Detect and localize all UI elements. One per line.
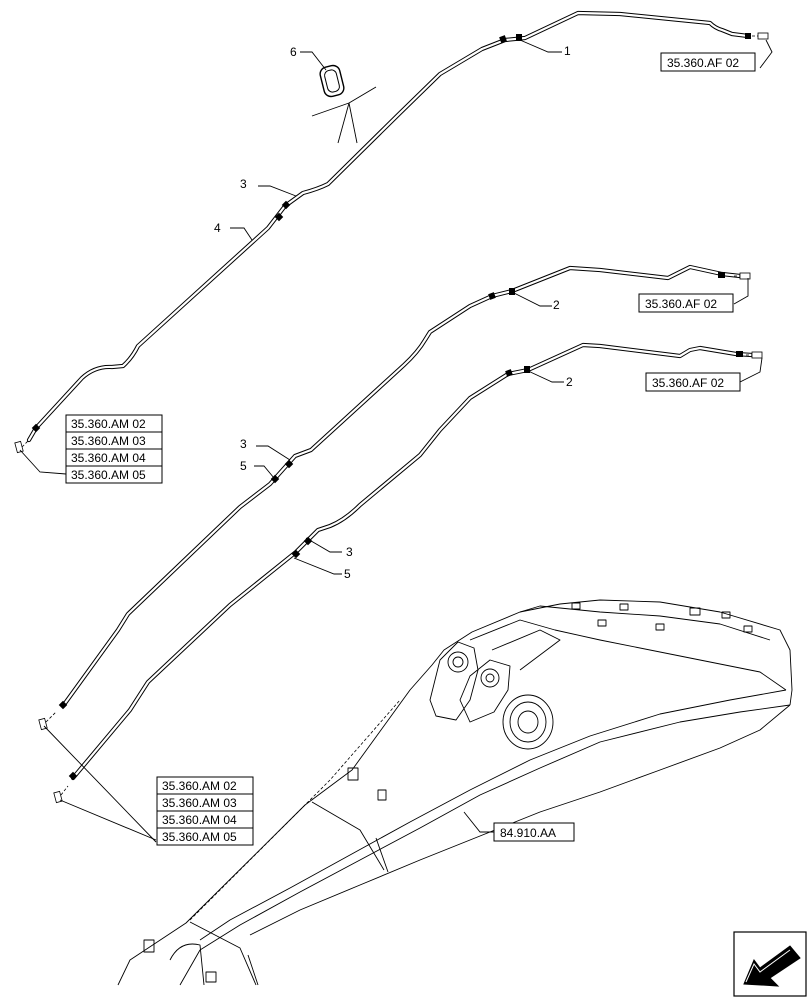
section-view-mark — [311, 86, 377, 144]
ref-label-am: 35.360.AM 04 — [71, 451, 146, 465]
ref-label-am: 35.360.AM 03 — [162, 796, 237, 810]
ref-label-af-low: 35.360.AF 02 — [652, 376, 724, 390]
ref-label-am: 35.360.AM 02 — [162, 779, 237, 793]
callout-3: 3 — [240, 177, 247, 191]
ref-link-am-02[interactable]: 35.360.AM 02 — [65, 414, 163, 433]
callout-4: 4 — [214, 221, 221, 235]
callout-5: 5 — [240, 459, 247, 473]
arrow-view-icon[interactable] — [733, 931, 807, 997]
ref-label-af-top: 35.360.AF 02 — [667, 56, 739, 70]
callout-2: 2 — [566, 375, 573, 389]
pipe-assembly-top — [14, 10, 769, 454]
ref-group-am-1: 35.360.AM 02 35.360.AM 03 35.360.AM 04 3… — [65, 414, 163, 484]
ref-link-am-05[interactable]: 35.360.AM 05 — [156, 827, 254, 846]
pipe-assembly-lower — [53, 342, 763, 804]
leader-lines — [19, 39, 773, 843]
ref-label-am: 35.360.AM 05 — [162, 830, 237, 844]
callout-6: 6 — [290, 45, 297, 59]
ref-label-af-mid: 35.360.AF 02 — [645, 297, 717, 311]
ref-link-am-03[interactable]: 35.360.AM 03 — [65, 431, 163, 450]
callout-3: 3 — [346, 545, 353, 559]
ref-link-am-02[interactable]: 35.360.AM 02 — [156, 776, 254, 795]
ref-label-am: 35.360.AM 05 — [71, 468, 146, 482]
ref-link-am-04[interactable]: 35.360.AM 04 — [65, 448, 163, 467]
ref-label-am: 35.360.AM 02 — [71, 417, 146, 431]
ref-link-boom[interactable]: 84.910.AA — [493, 822, 575, 842]
callout-1: 1 — [564, 44, 571, 58]
ref-link-am-04[interactable]: 35.360.AM 04 — [156, 810, 254, 829]
ref-label-am: 35.360.AM 04 — [162, 813, 237, 827]
ref-label-am: 35.360.AM 03 — [71, 434, 146, 448]
ref-link-af-mid[interactable]: 35.360.AF 02 — [638, 293, 734, 313]
callout-2: 2 — [553, 298, 560, 312]
ref-link-af-low[interactable]: 35.360.AF 02 — [645, 372, 741, 392]
ref-label-boom: 84.910.AA — [500, 826, 556, 840]
callout-3: 3 — [240, 437, 247, 451]
ref-link-af-top[interactable]: 35.360.AF 02 — [660, 52, 756, 72]
ref-link-am-03[interactable]: 35.360.AM 03 — [156, 793, 254, 812]
boom-pivot-bracket — [429, 629, 561, 723]
boom-pin-boss — [502, 694, 554, 750]
ref-group-am-2: 35.360.AM 02 35.360.AM 03 35.360.AM 04 3… — [156, 776, 254, 846]
hose-clip-icon — [319, 64, 345, 98]
boom-structure — [117, 599, 793, 986]
callout-5: 5 — [344, 567, 351, 581]
ref-link-am-05[interactable]: 35.360.AM 05 — [65, 465, 163, 484]
